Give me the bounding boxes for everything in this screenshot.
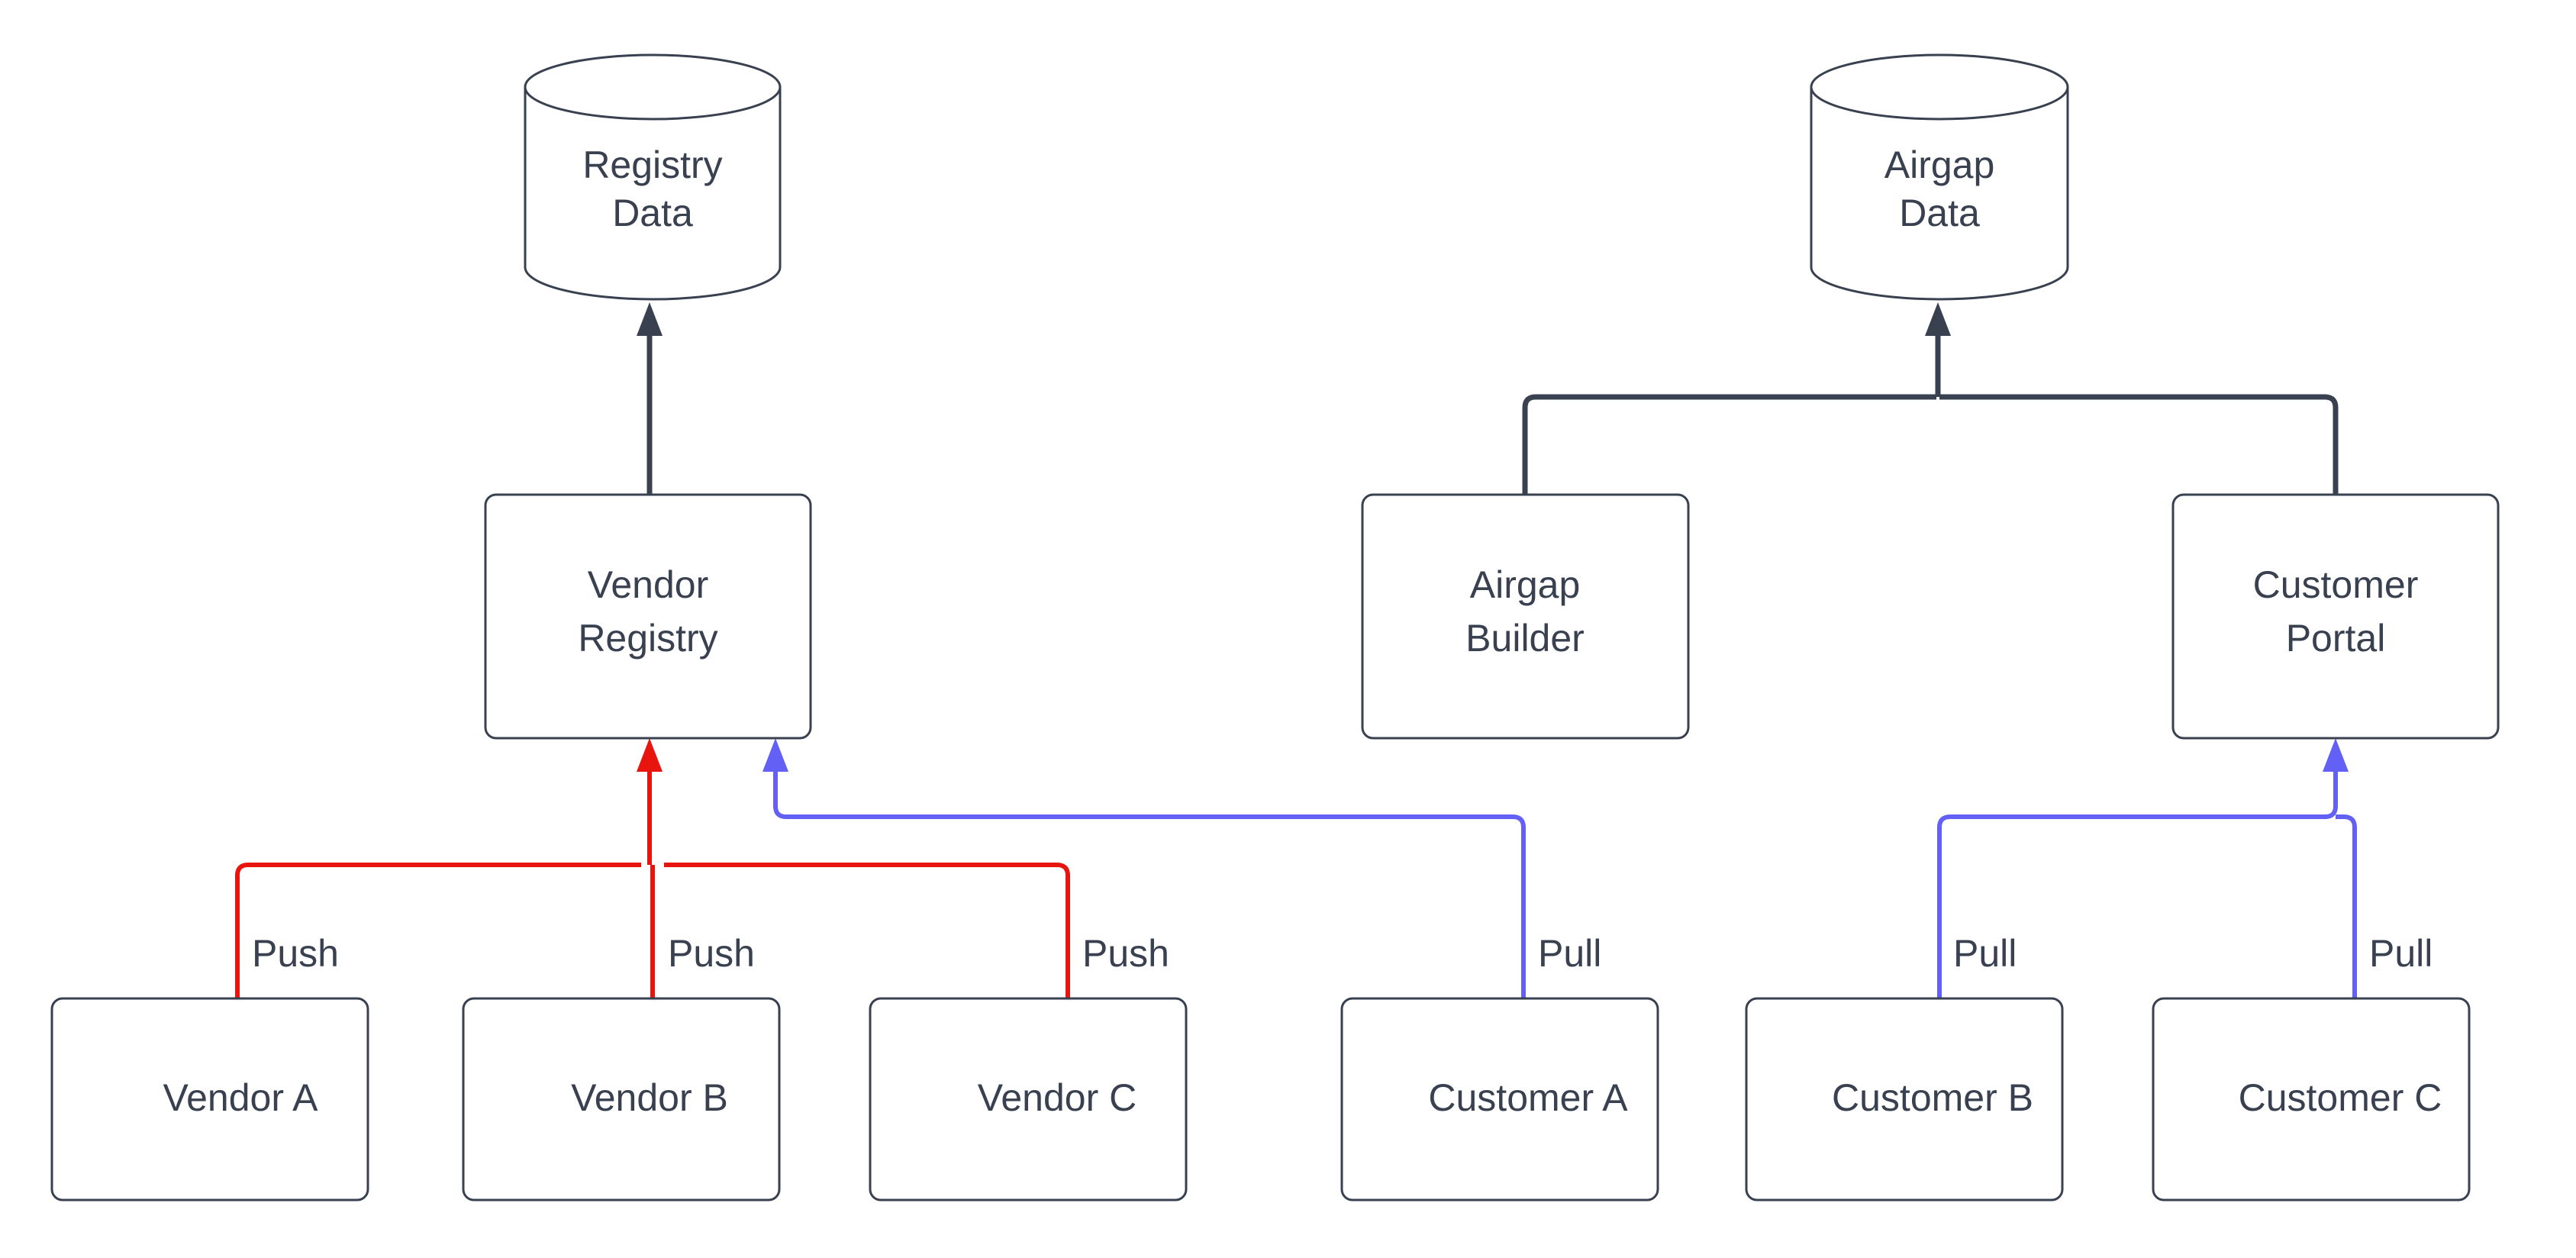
node-vendor-registry[interactable]: Vendor Registry	[484, 493, 812, 740]
node-vendor-b[interactable]: Vendor B	[462, 997, 781, 1202]
vendor-b-label: Vendor B	[571, 1076, 728, 1119]
airgap-builder-label-line1: Airgap	[1470, 563, 1581, 606]
registry-data-label-line1: Registry	[582, 144, 722, 186]
node-airgap-data[interactable]: Airgap Data	[1810, 53, 2069, 301]
node-customer-a[interactable]: Customer A	[1340, 997, 1659, 1202]
vendor-c-label: Vendor C	[978, 1076, 1136, 1119]
node-vendor-a[interactable]: Vendor A	[50, 997, 369, 1202]
edge-label-pull-customer-c: Pull	[2369, 932, 2433, 975]
node-airgap-builder[interactable]: Airgap Builder	[1361, 493, 1690, 740]
edge-label-pull-customer-b: Pull	[1953, 932, 2017, 975]
vendor-registry-label-line2: Registry	[578, 617, 717, 660]
node-registry-data[interactable]: Registry Data	[524, 53, 782, 301]
vendor-a-label: Vendor A	[163, 1076, 319, 1119]
edge-label-push-vendor-a: Push	[252, 932, 339, 975]
edge-airgap-data-arrow	[1925, 302, 1951, 397]
edge-pull-trunk	[762, 738, 2357, 998]
edge-label-pull-customer-a: Pull	[1538, 932, 1601, 975]
node-customer-c[interactable]: Customer C	[2152, 997, 2471, 1202]
airgap-data-label-line2: Data	[1899, 192, 1980, 234]
edge-label-push-vendor-b: Push	[668, 932, 755, 975]
customer-c-label: Customer C	[2239, 1076, 2442, 1119]
customer-portal-label-line1: Customer	[2253, 563, 2419, 606]
edge-label-push-vendor-c: Push	[1082, 932, 1169, 975]
edge-customer-portal-to-airgap-data	[1939, 394, 2339, 495]
registry-data-label-line2: Data	[612, 192, 693, 234]
node-customer-portal[interactable]: Customer Portal	[2171, 493, 2500, 740]
customer-portal-label-line2: Portal	[2286, 617, 2386, 660]
airgap-builder-label-line2: Builder	[1465, 617, 1585, 660]
vendor-registry-label-line1: Vendor	[588, 563, 708, 606]
edge-airgap-builder-to-airgap-data	[1522, 394, 1936, 495]
customer-b-label: Customer B	[1832, 1076, 2033, 1119]
node-vendor-c[interactable]: Vendor C	[869, 997, 1188, 1202]
node-customer-b[interactable]: Customer B	[1745, 997, 2064, 1202]
customer-a-label: Customer A	[1428, 1076, 1628, 1119]
airgap-data-label-line1: Airgap	[1884, 144, 1995, 186]
edge-vendor-registry-to-registry-data	[637, 302, 663, 495]
edge-push-trunk	[235, 738, 1070, 998]
